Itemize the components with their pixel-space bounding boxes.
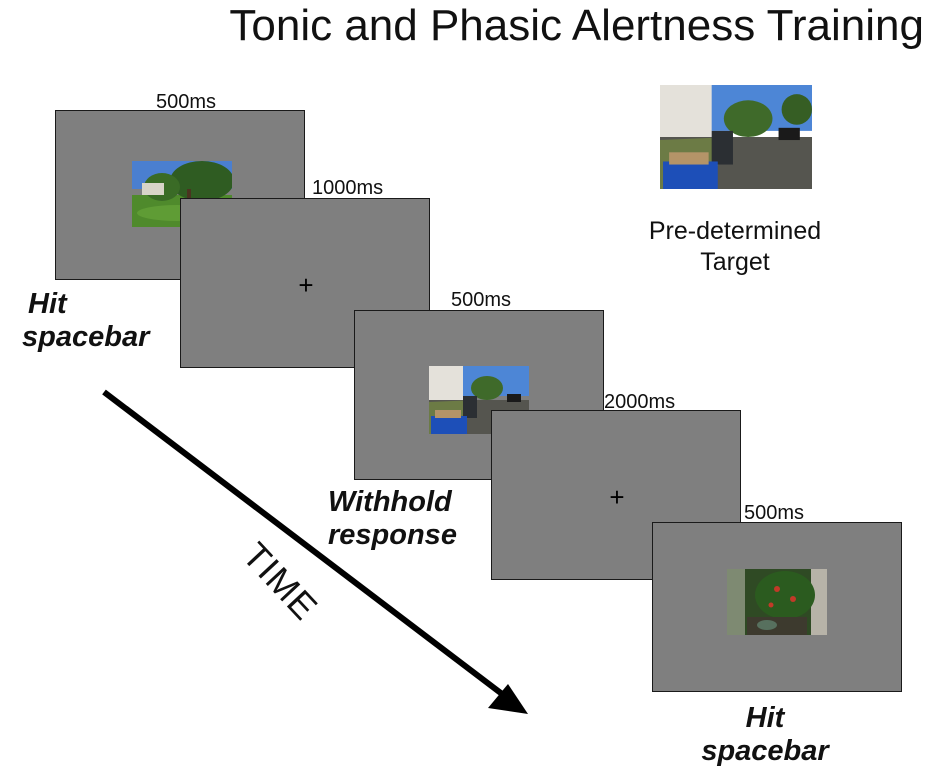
- timing-label-2: 1000ms: [312, 177, 384, 199]
- timing-label-5: 500ms: [744, 502, 805, 524]
- response-label-2-line1: Withhold: [328, 486, 452, 518]
- response-label-3-line1: Hit: [745, 702, 785, 734]
- timing-label-4: 2000ms: [604, 391, 676, 413]
- response-label-2-line2: response: [328, 519, 457, 551]
- response-label-1-line1: Hit: [28, 288, 67, 320]
- target-caption-line2: Target: [700, 248, 770, 276]
- stimulus-screen-5: [652, 522, 902, 692]
- stimulus-screen-3: [354, 310, 604, 480]
- response-label-2: Withhold response: [328, 486, 488, 552]
- target-caption: Pre-determined Target: [612, 216, 858, 278]
- response-label-1-line2: spacebar: [22, 321, 150, 353]
- timing-label-1: 500ms: [156, 91, 217, 113]
- target-caption-line1: Pre-determined: [648, 217, 822, 245]
- garden-scene-image: [727, 569, 827, 635]
- timing-label-3: 500ms: [451, 289, 512, 311]
- response-label-1: Hit spacebar: [22, 288, 172, 354]
- fixation-cross: +: [298, 270, 314, 300]
- target-image: [660, 85, 812, 189]
- response-label-3-line2: spacebar: [701, 735, 829, 767]
- time-arrow-shaft: [102, 389, 512, 703]
- response-label-3: Hit spacebar: [690, 702, 840, 768]
- fixation-cross: +: [609, 482, 625, 512]
- page-title: Tonic and Phasic Alertness Training: [229, 1, 924, 50]
- time-arrow-head: [488, 684, 528, 714]
